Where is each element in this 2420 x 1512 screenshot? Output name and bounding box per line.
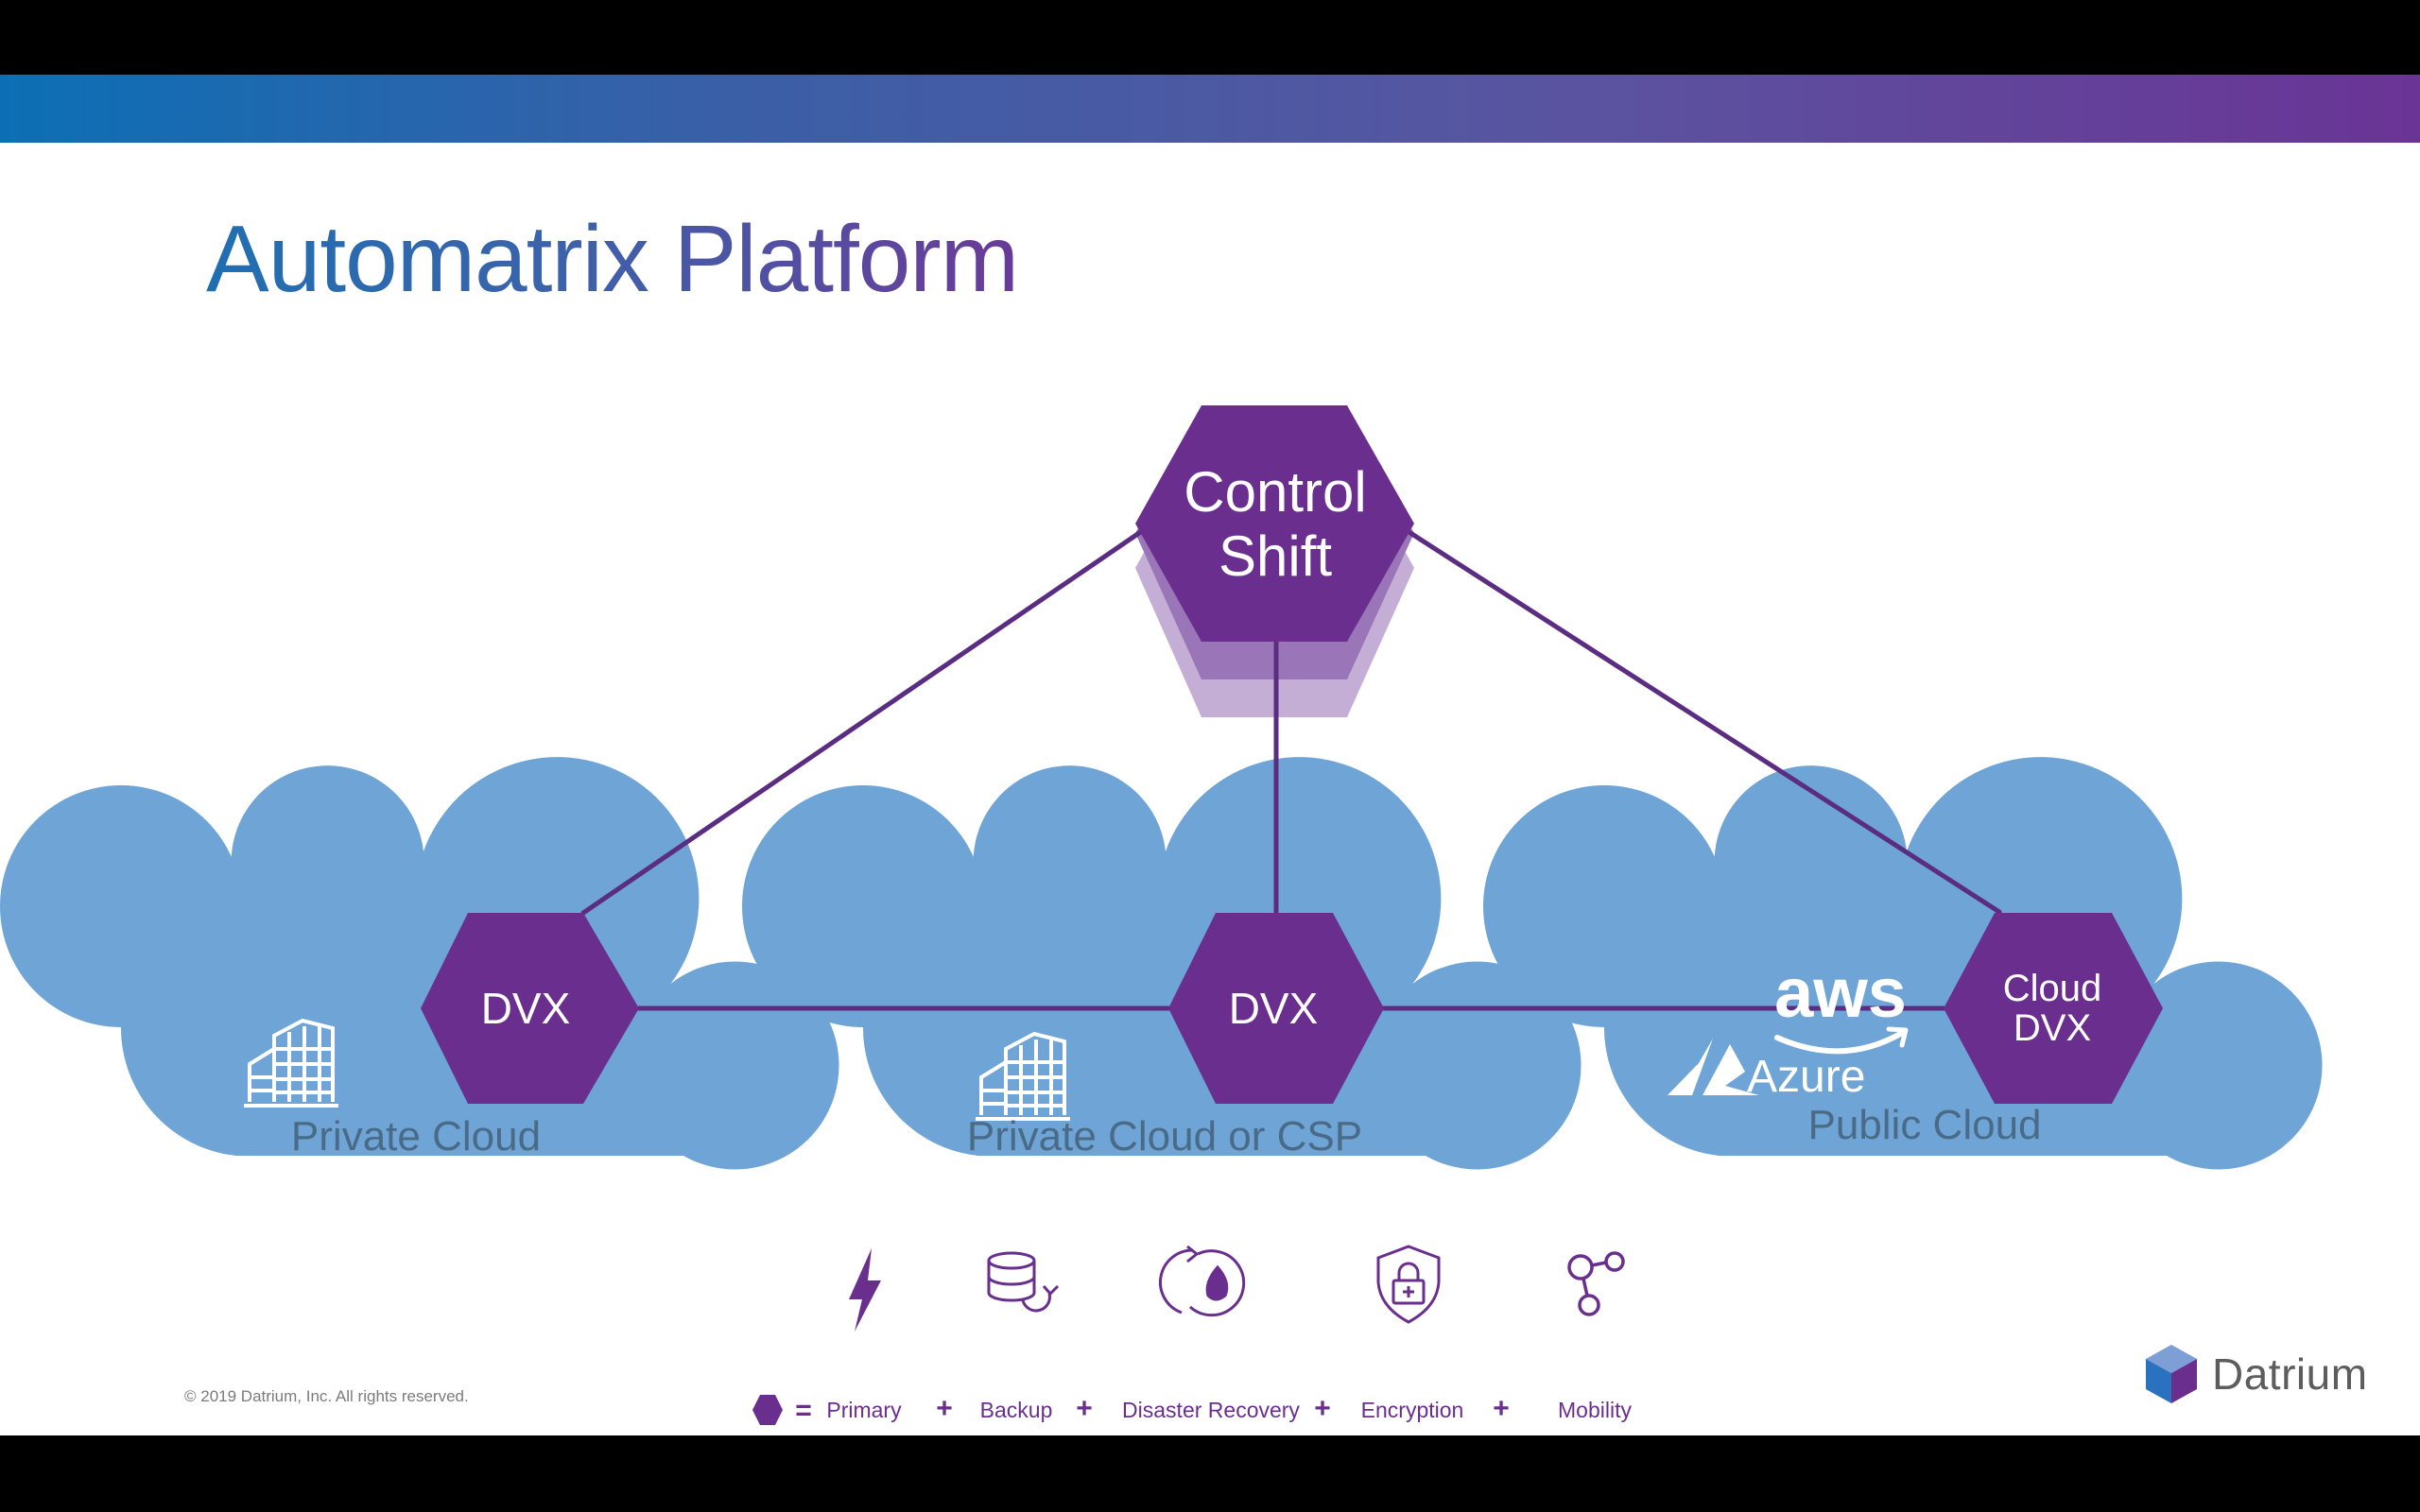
connector-cs-cloud-dvx xyxy=(1408,530,2002,915)
azure-logo: Azure xyxy=(1668,1039,1865,1102)
control-shift-hexagon xyxy=(1135,405,1414,642)
building-icon xyxy=(976,1031,1070,1121)
cloud-label-csp: Private Cloud or CSP xyxy=(967,1113,1362,1160)
cloud-label-private: Private Cloud xyxy=(291,1113,541,1160)
svg-text:aws: aws xyxy=(1774,954,1907,1032)
dvx-hexagon-private xyxy=(421,913,639,1104)
cloud-dvx-label-line1: Cloud xyxy=(2003,968,2102,1009)
legend-label-mobility: Mobility xyxy=(1558,1398,1632,1422)
shield-lock-icon xyxy=(1376,1245,1441,1324)
svg-text:Azure: Azure xyxy=(1747,1052,1865,1102)
control-shift-line2: Shift xyxy=(1219,524,1332,588)
dvx-hexagon-csp xyxy=(1168,913,1384,1104)
connector-cs-dvx1 xyxy=(580,528,1145,916)
lightning-icon xyxy=(849,1248,881,1332)
mobility-nodes-icon xyxy=(1567,1251,1625,1316)
connector-lines xyxy=(580,528,2002,1011)
legend-label-primary: Primary xyxy=(826,1398,902,1422)
legend-plus: + xyxy=(1076,1393,1093,1424)
slide-title: Automatrix Platform xyxy=(206,206,1019,312)
dvx-label-csp: DVX xyxy=(1229,984,1319,1033)
legend-label-encryption: Encryption xyxy=(1361,1398,1464,1422)
disaster-recovery-icon xyxy=(1159,1245,1246,1317)
legend-plus: + xyxy=(1314,1393,1331,1424)
copyright-text: © 2019 Datrium, Inc. All rights reserved… xyxy=(184,1387,469,1405)
cloud-dvx-label-line2: DVX xyxy=(2014,1007,2091,1049)
control-shift-line1: Control xyxy=(1184,460,1366,524)
legend-label-backup: Backup xyxy=(980,1398,1053,1422)
cloud-private-csp xyxy=(742,757,1582,1170)
datrium-cube-icon xyxy=(2146,1345,2197,1403)
header-gradient-bar xyxy=(0,75,2420,143)
slide: Automatrix Platform Control Shift xyxy=(0,75,2420,1435)
legend-hexagon-icon xyxy=(752,1395,783,1425)
legend-plus: + xyxy=(1493,1393,1510,1424)
dvx-label-private: DVX xyxy=(481,984,571,1033)
datrium-logo: Datrium xyxy=(2144,1341,2368,1407)
aws-logo: aws xyxy=(1774,954,1909,1055)
architecture-diagram: Control Shift DVX DVX Cloud DVX Priva xyxy=(0,405,2323,1426)
cloud-dvx-hexagon xyxy=(1944,913,2163,1104)
legend-plus: + xyxy=(936,1393,953,1424)
building-icon xyxy=(244,1018,338,1108)
legend-equals: = xyxy=(795,1395,812,1426)
cloud-private xyxy=(0,757,839,1170)
datrium-wordmark: Datrium xyxy=(2212,1349,2368,1399)
database-backup-icon xyxy=(987,1251,1060,1313)
legend-label-disaster-recovery: Disaster Recovery xyxy=(1122,1398,1300,1422)
cloud-label-public: Public Cloud xyxy=(1807,1102,2041,1148)
